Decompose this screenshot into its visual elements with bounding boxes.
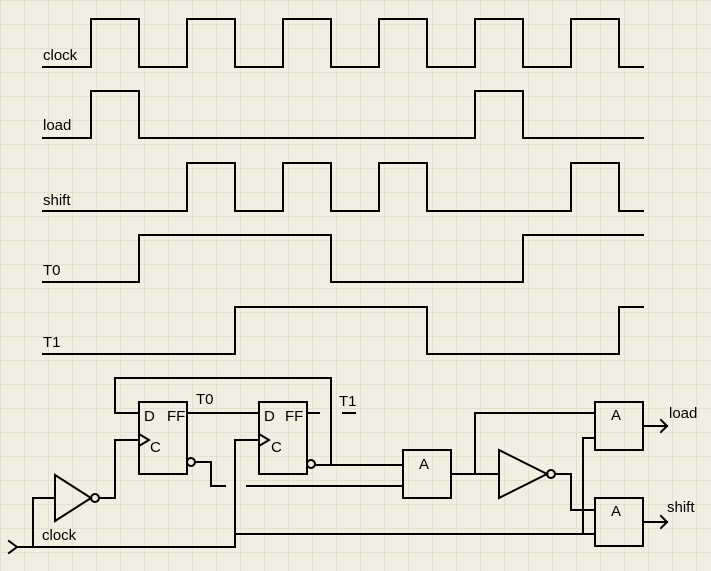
ff1-ff-label: FF [167,408,185,425]
waveform-shift [42,162,644,212]
inverter-2-gate [498,448,550,500]
ff1-qbar-bubble [186,457,196,467]
clock-input-label: clock [42,527,77,544]
and3-label: A [611,503,621,520]
ff1-d-label: D [144,408,155,425]
shift-output-arrow [659,514,669,530]
wire-and1-to-and2 [474,412,596,475]
and2-label: A [611,407,621,424]
circuit-schematic: clock D FF C T0 D FF C T1 A [7,377,697,555]
load-output-arrow [659,418,669,434]
waveform-clock [42,18,644,68]
signal-label-shift: shift [43,192,71,209]
and1-label: A [419,456,429,473]
flip-flop-2 [258,401,308,475]
clock-inverter-gate [54,473,93,523]
flip-flop-1 [138,401,188,475]
ff1-c-label: C [150,439,161,456]
waveform-t0 [42,234,644,283]
clock-input-terminal [7,539,19,555]
ff2-c-label: C [271,439,282,456]
ff2-ff-label: FF [285,408,303,425]
ff2-qbar-bubble [306,459,316,469]
signal-label-clock: clock [43,47,78,64]
signal-label-t0: T0 [43,262,61,279]
ff1-output-label: T0 [196,391,214,408]
shift-output-label: shift [667,499,695,516]
ff2-clock-triangle [257,432,271,448]
wire-feedback-loop [114,377,332,466]
waveform-load [42,90,644,139]
ff2-output-label: T1 [339,393,357,410]
ff1-clock-triangle [137,432,151,448]
wire-ff1-qbar [194,461,226,487]
wire-inv-to-ff1-clock [98,439,140,499]
signal-label-load: load [43,117,71,134]
timing-diagram: clock load shift T0 T1 [42,18,644,355]
wire-load-in2 [582,437,596,535]
waveform-t1 [42,306,644,355]
load-output-label: load [669,405,697,422]
ff2-d-label: D [264,408,275,425]
wire-inv2-to-and3 [554,473,596,511]
signal-label-t1: T1 [43,334,61,351]
